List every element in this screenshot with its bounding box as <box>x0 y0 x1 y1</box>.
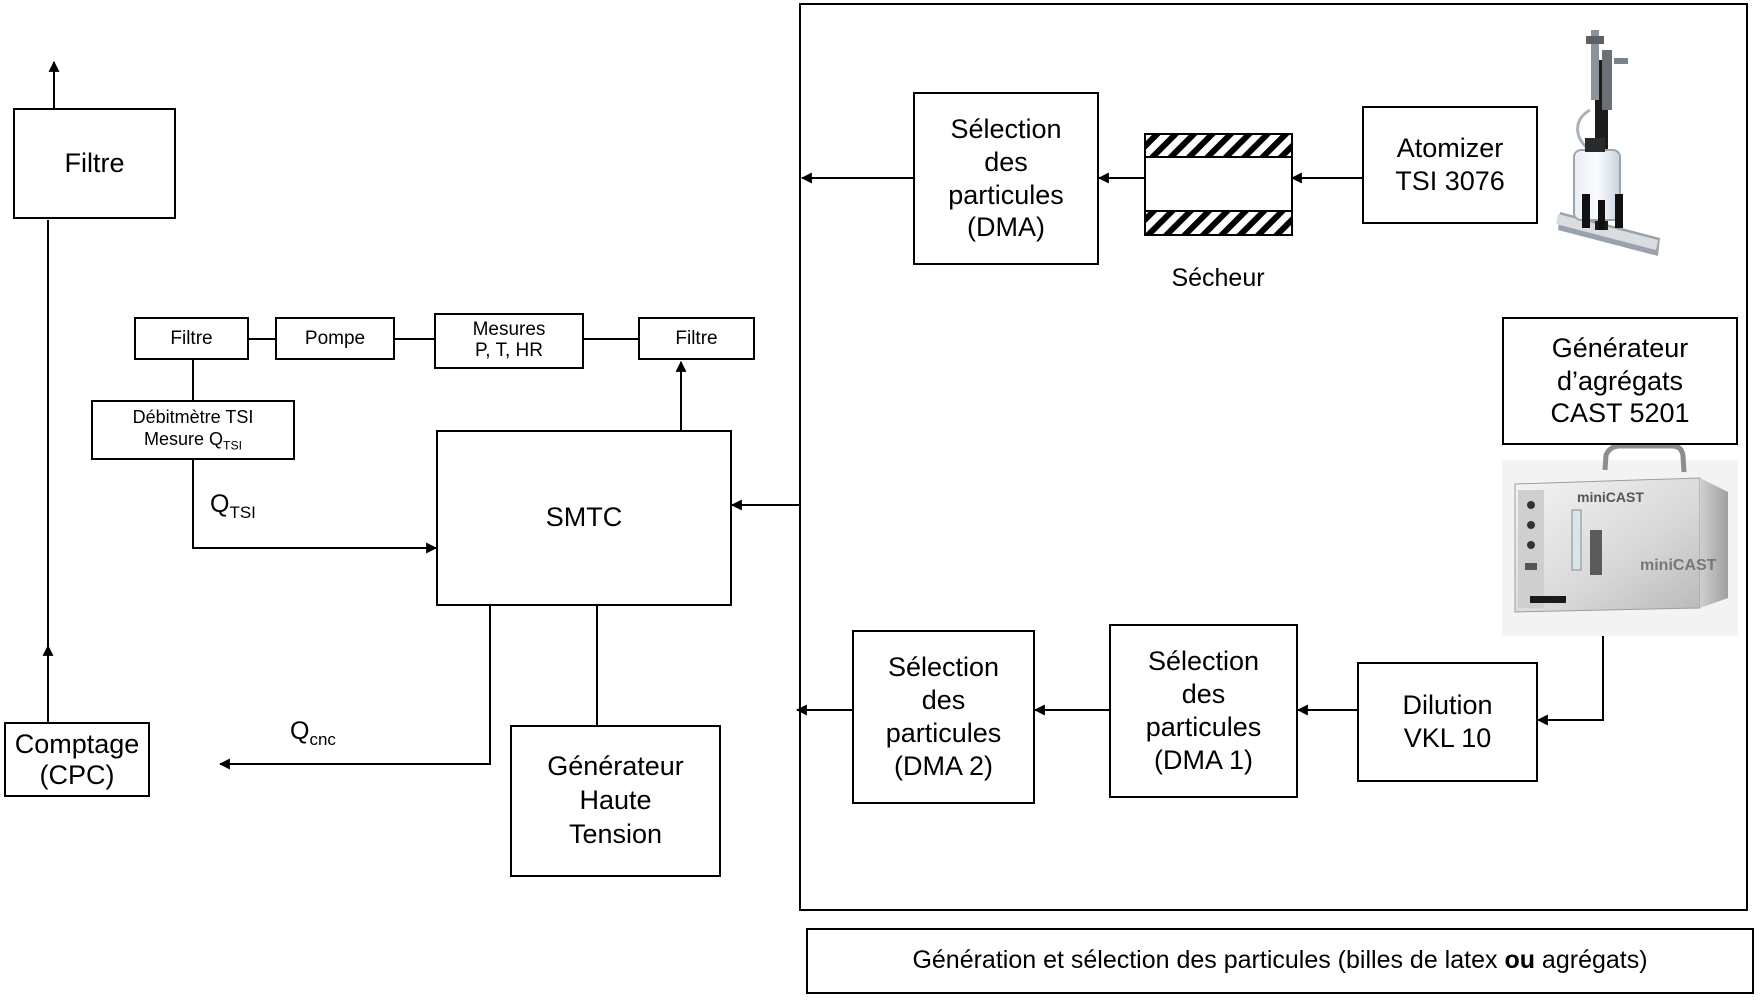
ht-line2: Haute <box>579 785 652 816</box>
secheur-label: Sécheur <box>1171 264 1265 292</box>
dma2-line2: des <box>921 685 966 716</box>
filtre-top-label: Filtre <box>64 147 125 178</box>
ht-line1: Générateur <box>547 751 684 782</box>
generateur-haute-tension-box: Générateur Haute Tension <box>510 725 721 877</box>
dma-line4: (DMA) <box>967 212 1045 243</box>
dma2-line4: (DMA 2) <box>893 750 993 781</box>
arrow-qtsi-to-smtc <box>192 460 438 554</box>
selection-dma1-box: Sélection des particules (DMA 1) <box>1109 624 1298 798</box>
dilution-line2: VKL 10 <box>1403 723 1492 753</box>
dilution-line1: Dilution <box>1402 690 1493 721</box>
mesures-values-label: P, T, HR <box>475 340 543 361</box>
dma2-line1: Sélection <box>887 652 1000 683</box>
q-tsi-label: QTSI <box>210 490 256 522</box>
debitmetre-box: Débitmètre TSI Mesure QTSI <box>91 400 295 460</box>
caption-box: Génération et sélection des particules (… <box>806 928 1754 994</box>
generation-section-frame <box>799 3 1748 911</box>
dma2-line3: particules <box>885 718 1002 748</box>
pompe-label: Pompe <box>304 327 366 349</box>
filtre-small-right-label: Filtre <box>675 327 718 349</box>
ht-line3: Tension <box>568 818 663 849</box>
comptage-cpc-box: Comptage (CPC) <box>4 722 150 797</box>
comptage-label: Comptage <box>14 729 140 760</box>
arrow-qcnc-to-cpc <box>218 606 491 770</box>
dma-line2: des <box>984 146 1028 177</box>
smtc-box: SMTC <box>436 430 732 606</box>
dma1-line4: (DMA 1) <box>1153 744 1253 775</box>
selection-dma-box: Sélection des particules (DMA) <box>913 92 1099 265</box>
dilution-vkl-box: Dilution VKL 10 <box>1357 662 1538 782</box>
mesure-qtsi-label: Mesure QTSI <box>143 428 243 453</box>
atomizer-line1: Atomizer <box>1396 133 1504 164</box>
cast-brand-label-front: miniCAST <box>1577 489 1644 505</box>
cast-line3: CAST 5201 <box>1550 398 1690 429</box>
dma1-line1: Sélection <box>1147 646 1260 677</box>
cast-generator-box: Générateur d’agrégats CAST 5201 <box>1502 317 1738 445</box>
minicast-generator-photo: miniCAST miniCAST <box>1502 443 1738 636</box>
atomizer-device-photo <box>1556 30 1660 256</box>
mesures-label: Mesures <box>472 319 546 341</box>
filtre-small-right-box: Filtre <box>638 317 755 360</box>
dma-line1: Sélection <box>950 113 1062 144</box>
caption-text: Génération et sélection des particules (… <box>912 946 1648 975</box>
arrow-cast-to-dilution <box>1536 635 1604 726</box>
cpc-label: (CPC) <box>39 759 115 790</box>
filtre-small-left-box: Filtre <box>134 317 249 360</box>
cast-line1: Générateur <box>1551 332 1689 363</box>
pompe-box: Pompe <box>275 317 395 360</box>
debitmetre-label: Débitmètre TSI <box>132 407 254 428</box>
smtc-label: SMTC <box>545 502 623 533</box>
mesures-box: Mesures P, T, HR <box>434 313 584 369</box>
dma1-line3: particules <box>1145 712 1262 742</box>
dma-line3: particules <box>948 179 1064 210</box>
atomizer-tsi-box: Atomizer TSI 3076 <box>1362 106 1538 224</box>
cast-brand-label-side: miniCAST <box>1640 557 1717 574</box>
cast-line2: d’agrégats <box>1556 365 1684 396</box>
selection-dma2-box: Sélection des particules (DMA 2) <box>852 630 1035 804</box>
dma1-line2: des <box>1181 679 1226 710</box>
filtre-small-left-label: Filtre <box>170 327 213 349</box>
atomizer-line2: TSI 3076 <box>1395 166 1505 196</box>
q-cnc-label: Qcnc <box>290 717 336 749</box>
secheur-dryer <box>1144 133 1293 236</box>
filtre-top-box: Filtre <box>13 108 176 219</box>
